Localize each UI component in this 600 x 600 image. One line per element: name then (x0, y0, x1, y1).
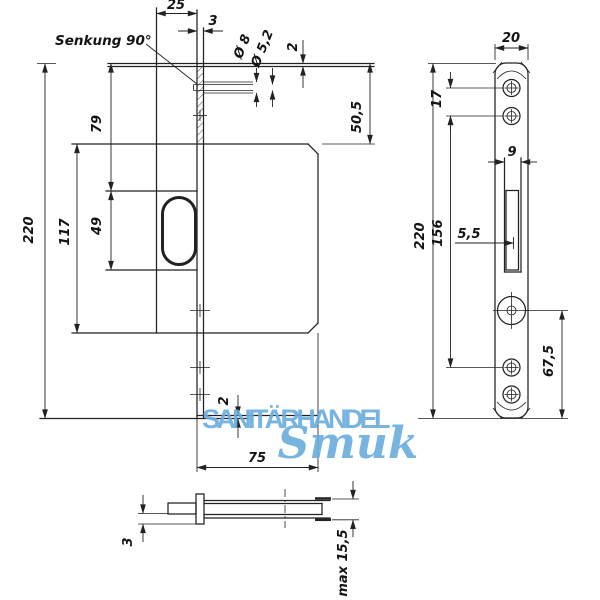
dim-49-label: 49 (90, 217, 105, 236)
front-view (37, 7, 375, 472)
faceplate-dimensions (430, 45, 565, 419)
watermark-script-text: Smuk (278, 418, 419, 469)
dim-75-label: 75 (248, 451, 266, 466)
watermark: SANITÄRHANDEL Smuk (202, 404, 418, 469)
dim-9-label: 9 (507, 145, 516, 160)
dim-2-top-label: 2 (286, 42, 301, 51)
dim-25-label: 25 (167, 0, 185, 13)
dim-17-label: 17 (430, 89, 445, 108)
screw-hole-bottom-1 (502, 358, 521, 377)
dim-55-label: 5,5 (457, 227, 480, 242)
screw-hole-bottom-2 (502, 385, 521, 404)
countersink-note: Senkung 90° (55, 33, 152, 49)
faceplate-section-hatch (196, 63, 204, 145)
faceplate-view (418, 44, 568, 420)
watermark-brand-text: SANITÄRHANDEL (202, 404, 390, 434)
dim-117-label: 117 (58, 217, 73, 245)
front-view-dimensions (42, 10, 373, 471)
dim-3-label: 3 (208, 14, 217, 29)
dim-505-label: 50,5 (350, 101, 365, 133)
latch-slot (503, 157, 522, 273)
dim-2-bottom-label: 2 (217, 396, 232, 405)
oval-cylinder-profile (161, 196, 197, 266)
screw-hole-top-1 (502, 78, 521, 98)
cylinder-hole (493, 292, 530, 329)
dim-79-label: 79 (90, 115, 105, 133)
dim-675-label: 67,5 (542, 345, 557, 377)
screw-hole-top-2 (502, 106, 521, 126)
dim-220-front-label: 220 (22, 216, 37, 243)
dim-20-label: 20 (502, 31, 520, 46)
dim-220-faceplate-label: 220 (413, 222, 428, 249)
bottom-view (138, 481, 359, 542)
dim-max155-label: max 15,5 (336, 529, 351, 596)
dim-3-bottom-label: 3 (121, 537, 136, 546)
dim-156-label: 156 (431, 219, 446, 246)
